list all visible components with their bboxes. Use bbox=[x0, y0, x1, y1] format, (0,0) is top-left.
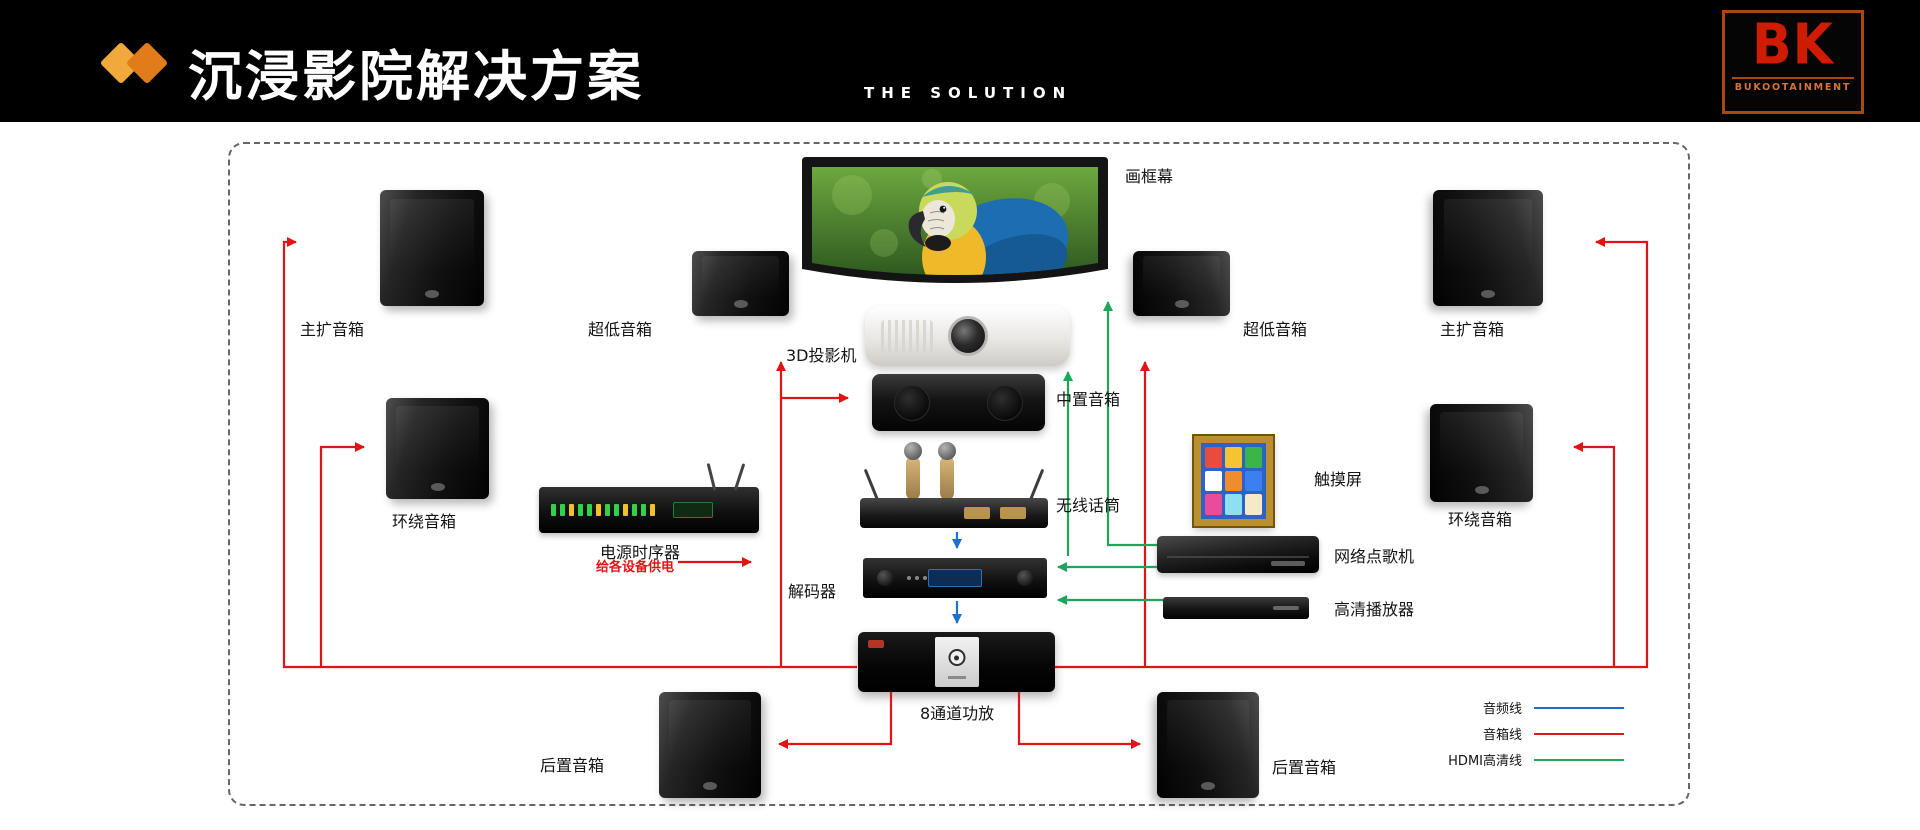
legend-label-hdmi: HDMI高清线 bbox=[1448, 754, 1522, 769]
speaker-front-left bbox=[380, 190, 484, 306]
subwoofer-left bbox=[692, 251, 789, 316]
page-title: 沉浸影院解决方案 bbox=[188, 45, 644, 108]
decoder-buttons bbox=[907, 576, 927, 580]
label-rear-left-speaker: 后置音箱 bbox=[540, 756, 605, 775]
legend-label-audio: 音频线 bbox=[1482, 702, 1522, 717]
legend-item-audio: 音频线 bbox=[1430, 698, 1624, 717]
legend: 音频线 音箱线 HDMI高清线 bbox=[1430, 698, 1624, 776]
hd-player-device bbox=[1163, 597, 1309, 619]
speaker-front-right bbox=[1433, 190, 1543, 306]
speaker-rear-left bbox=[659, 692, 761, 798]
page-subtitle: THE SOLUTION bbox=[864, 84, 1073, 102]
amp-logo-icon bbox=[868, 640, 884, 648]
legend-item-hdmi: HDMI高清线 bbox=[1430, 750, 1624, 769]
knob-icon bbox=[1017, 570, 1033, 586]
legend-line-hdmi bbox=[1534, 758, 1624, 761]
decoder-device bbox=[863, 558, 1047, 598]
touch-screen-tiles bbox=[1201, 443, 1266, 519]
antenna-right-icon bbox=[1028, 468, 1045, 502]
power-button-icon bbox=[948, 649, 965, 666]
projector-lens-icon bbox=[947, 316, 988, 356]
label-sub-left-speaker: 超低音箱 bbox=[588, 320, 653, 339]
amplifier-device bbox=[858, 632, 1055, 692]
label-screen: 画框幕 bbox=[1125, 167, 1174, 186]
brand-logo-subtext: BUKOOTAINMENT bbox=[1732, 77, 1854, 93]
label-touch-screen: 触摸屏 bbox=[1314, 470, 1363, 489]
label-power-note: 给各设备供电 bbox=[596, 560, 675, 575]
label-amplifier: 8通道功放 bbox=[920, 704, 995, 723]
subwoofer-right bbox=[1133, 251, 1230, 316]
legend-line-audio bbox=[1534, 706, 1624, 709]
sequencer-display bbox=[673, 502, 713, 518]
diamond-right-icon bbox=[125, 41, 169, 85]
power-sequencer-device bbox=[539, 463, 759, 533]
speaker-center bbox=[872, 374, 1045, 431]
label-front-right-speaker: 主扩音箱 bbox=[1440, 320, 1505, 339]
label-hd-player: 高清播放器 bbox=[1334, 600, 1415, 619]
mic-receiver bbox=[860, 498, 1048, 528]
label-sub-right-speaker: 超低音箱 bbox=[1243, 320, 1308, 339]
frame-screen-device bbox=[802, 157, 1108, 298]
legend-label-speaker: 音箱线 bbox=[1482, 728, 1522, 743]
brand-logo-text: BK bbox=[1752, 12, 1834, 78]
label-rear-right-speaker: 后置音箱 bbox=[1272, 758, 1337, 777]
karaoke-machine-device bbox=[1157, 536, 1319, 573]
label-karaoke-machine: 网络点歌机 bbox=[1334, 547, 1415, 566]
label-projector: 3D投影机 bbox=[786, 346, 857, 365]
projector-vents bbox=[881, 320, 933, 352]
decoder-display bbox=[928, 569, 982, 587]
speaker-surround-right bbox=[1430, 404, 1533, 502]
knob-icon bbox=[877, 570, 893, 586]
label-front-left-speaker: 主扩音箱 bbox=[300, 320, 365, 339]
legend-line-speaker bbox=[1534, 732, 1624, 735]
label-surround-left-speaker: 环绕音箱 bbox=[392, 512, 457, 531]
label-decoder: 解码器 bbox=[788, 582, 837, 601]
speaker-surround-left bbox=[386, 398, 489, 499]
speaker-rear-right bbox=[1157, 692, 1259, 798]
microphone-icon bbox=[904, 442, 922, 500]
legend-item-speaker: 音箱线 bbox=[1430, 724, 1624, 743]
brand-diamond-icon bbox=[99, 40, 174, 86]
header: 沉浸影院解决方案 THE SOLUTION BK BUKOOTAINMENT bbox=[0, 0, 1920, 122]
label-center-speaker: 中置音箱 bbox=[1056, 390, 1121, 409]
wireless-mic-device bbox=[860, 442, 1048, 528]
led-meter bbox=[551, 504, 655, 516]
amp-center-panel bbox=[934, 637, 979, 687]
amp-panel-label bbox=[947, 676, 966, 679]
label-surround-right-speaker: 环绕音箱 bbox=[1448, 510, 1513, 529]
projector-device bbox=[865, 306, 1070, 366]
touch-screen-device bbox=[1192, 434, 1275, 528]
parrot-image bbox=[802, 157, 1108, 283]
label-wireless-mic: 无线话筒 bbox=[1056, 496, 1121, 515]
antenna-left-icon bbox=[863, 468, 880, 502]
brand-logo: BK BUKOOTAINMENT bbox=[1722, 10, 1864, 114]
diagram-border bbox=[228, 142, 1690, 806]
microphone-icon bbox=[938, 442, 956, 500]
